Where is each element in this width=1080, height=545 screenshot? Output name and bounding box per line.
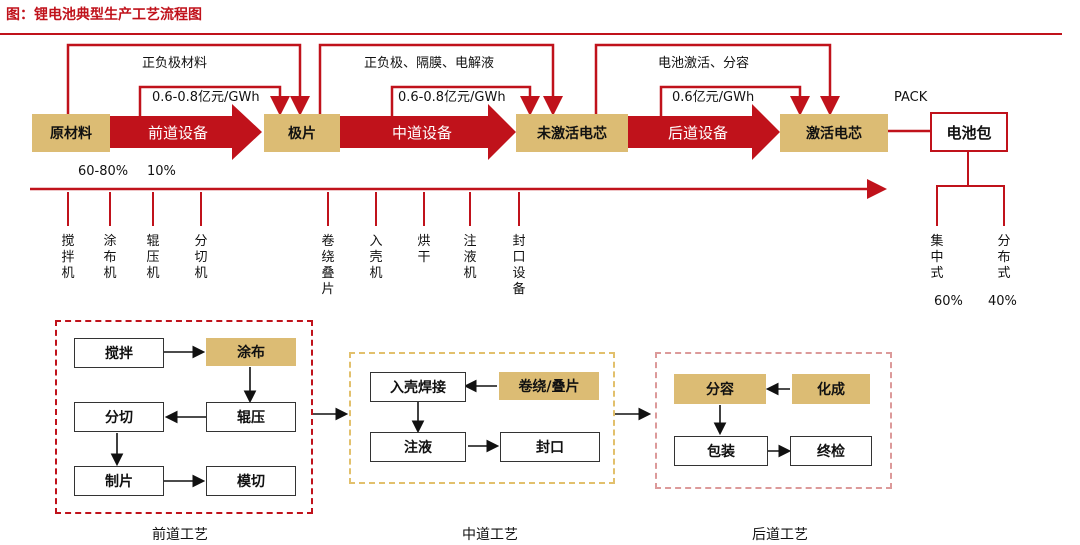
back-equipment-label: 后道设备 (667, 123, 728, 142)
price3-line (659, 85, 810, 116)
stage-activated-cell: 激活电芯 (780, 114, 888, 152)
stage-battery-pack: 电池包 (930, 112, 1008, 152)
pack-distributed: 分布式 (997, 234, 1011, 281)
front-equipment-arrow (108, 104, 262, 160)
step-grading: 分容 (674, 374, 766, 404)
price3-label: 0.6亿元/GWh (672, 90, 755, 105)
machine-sealing: 封口设备 (512, 234, 526, 297)
step-winding-stacking: 卷绕/叠片 (499, 372, 599, 400)
step-coating: 涂布 (206, 338, 296, 366)
machine-mixer: 搅拌机 (61, 234, 75, 281)
loop1-label: 正负极材料 (142, 56, 208, 71)
pack-share-centralized: 60% (934, 294, 963, 309)
front-equipment-label: 前道设备 (147, 123, 208, 142)
step-case-welding: 入壳焊接 (370, 372, 466, 402)
stage-electrode: 极片 (264, 114, 340, 152)
price2-line (390, 85, 540, 116)
loop1-line (66, 43, 310, 116)
machine-coater: 涂布机 (103, 234, 117, 281)
middle-process-frame (349, 352, 615, 484)
step-making-sheets: 制片 (74, 466, 164, 496)
machine-casing: 入壳机 (369, 234, 383, 281)
price1-line (138, 85, 290, 116)
stage-unactivated-cell: 未激活电芯 (516, 114, 628, 152)
machine-winding-stacking: 卷绕叠片 (321, 234, 335, 297)
step-filling: 注液 (370, 432, 466, 462)
step-die-cutting: 模切 (206, 466, 296, 496)
loop3-label: 电池激活、分容 (658, 56, 750, 71)
price1-label: 0.6-0.8亿元/GWh (152, 90, 260, 105)
pack-share-distributed: 40% (988, 294, 1017, 309)
step-slitting: 分切 (74, 402, 164, 432)
pack-label: PACK (894, 90, 928, 105)
step-mixing: 搅拌 (74, 338, 164, 368)
front-process-frame (55, 320, 313, 514)
back-process-label: 后道工艺 (752, 527, 808, 543)
step-packaging: 包装 (674, 436, 768, 466)
loop3-line (594, 43, 840, 116)
back-equipment-arrow (628, 104, 780, 160)
machine-filling: 注液机 (463, 234, 477, 281)
machine-roller: 辊压机 (146, 234, 160, 281)
pack-centralized: 集中式 (930, 234, 944, 281)
share-front-a: 60-80% (78, 164, 129, 179)
title-rule (0, 33, 1062, 35)
loop2-line (318, 43, 563, 116)
loop2-label: 正负极、隔膜、电解液 (364, 56, 495, 71)
share-front-b: 10% (147, 164, 176, 179)
back-process-frame (655, 352, 892, 489)
step-rolling: 辊压 (206, 402, 296, 432)
price2-label: 0.6-0.8亿元/GWh (398, 90, 506, 105)
front-process-label: 前道工艺 (152, 527, 208, 543)
machine-slitter: 分切机 (194, 234, 208, 281)
page-title: 图：锂电池典型生产工艺流程图 (6, 7, 202, 23)
middle-equipment-label: 中道设备 (391, 123, 452, 142)
step-formation: 化成 (792, 374, 870, 404)
step-sealing: 封口 (500, 432, 600, 462)
pack-fork (936, 152, 969, 226)
machine-drying: 烘干 (417, 234, 431, 265)
stage-raw-materials: 原材料 (32, 114, 110, 152)
middle-process-label: 中道工艺 (462, 527, 518, 543)
middle-equipment-arrow (340, 104, 516, 160)
step-final-inspection: 终检 (790, 436, 872, 466)
